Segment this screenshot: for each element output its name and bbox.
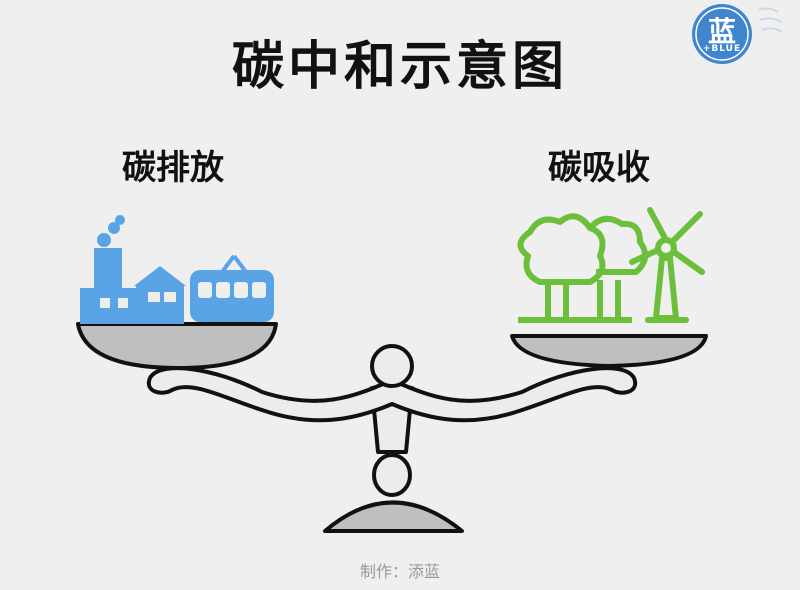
train-icon <box>190 254 274 322</box>
page-title: 碳中和示意图 <box>231 37 568 97</box>
stamp-sub-text: +BLUE <box>702 44 742 54</box>
emission-label: 碳排放 <box>122 148 224 188</box>
stamp-main-text: 蓝 <box>707 15 736 48</box>
absorption-label: 碳吸收 <box>548 148 650 188</box>
left-pan <box>76 322 278 370</box>
tree-group-icon <box>517 213 649 323</box>
scale-top-knob <box>370 344 414 388</box>
brand-stamp: 蓝 +BLUE <box>690 4 754 68</box>
scale-beam <box>146 366 638 423</box>
stamp-badge <box>692 4 783 64</box>
scale-lower-knob <box>372 453 412 497</box>
scale-base <box>323 500 464 533</box>
balance-scale-icon <box>76 322 708 533</box>
house-icon <box>134 266 186 324</box>
wind-turbine-icon <box>629 207 705 323</box>
credit-text: 制作：添蓝 <box>359 562 440 581</box>
right-pan <box>510 334 708 368</box>
